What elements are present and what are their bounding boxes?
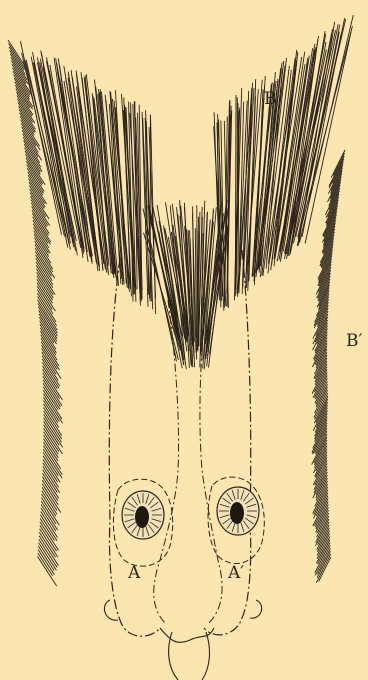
left-basal-hook <box>104 600 118 620</box>
center-fringe <box>143 200 229 369</box>
hatch-stroke <box>27 165 44 192</box>
right-crown-fringe <box>214 15 354 311</box>
label-B: B <box>264 89 277 109</box>
hatch-stroke <box>43 369 63 400</box>
hatch-stroke <box>39 536 58 566</box>
hatch-stroke <box>44 401 58 423</box>
hatch-stroke <box>42 477 58 501</box>
hatch-stroke <box>22 127 39 153</box>
left-outer-fringe <box>8 40 63 586</box>
hatch-stroke <box>35 248 55 278</box>
base-stalk <box>160 628 214 680</box>
hatch-stroke <box>44 428 59 452</box>
label-A: A <box>127 563 141 583</box>
right-outer-fringe <box>312 150 345 583</box>
hatch-stroke <box>39 310 58 339</box>
nucleus-right <box>217 487 259 535</box>
hatch-stroke <box>300 15 354 242</box>
hatch-stroke <box>318 540 330 565</box>
hatch-stroke <box>315 542 330 573</box>
label-A-prime: A′ <box>227 563 244 583</box>
hatch-stroke <box>37 290 53 314</box>
hatch-stroke <box>39 532 55 557</box>
hatch-stroke <box>42 480 58 505</box>
hatch-stroke <box>44 435 59 458</box>
hatch-stroke <box>43 453 58 476</box>
hatch-stroke <box>42 484 61 513</box>
nucleus-left <box>122 491 164 539</box>
hatch-stroke <box>9 44 26 71</box>
hatch-stroke <box>40 525 57 551</box>
left-inner-membrane <box>154 300 179 624</box>
label-B-prime: B′ <box>346 331 362 351</box>
hatch-stroke <box>42 349 62 379</box>
hatch-stroke <box>38 550 54 575</box>
hatch-stroke <box>296 19 346 237</box>
hatch-stroke <box>8 40 25 66</box>
hatch-stroke <box>40 515 57 541</box>
right-basal-hook <box>250 600 262 618</box>
hatch-stroke <box>43 463 59 488</box>
hatch-stroke <box>19 106 36 132</box>
hatch-stroke <box>38 557 57 587</box>
